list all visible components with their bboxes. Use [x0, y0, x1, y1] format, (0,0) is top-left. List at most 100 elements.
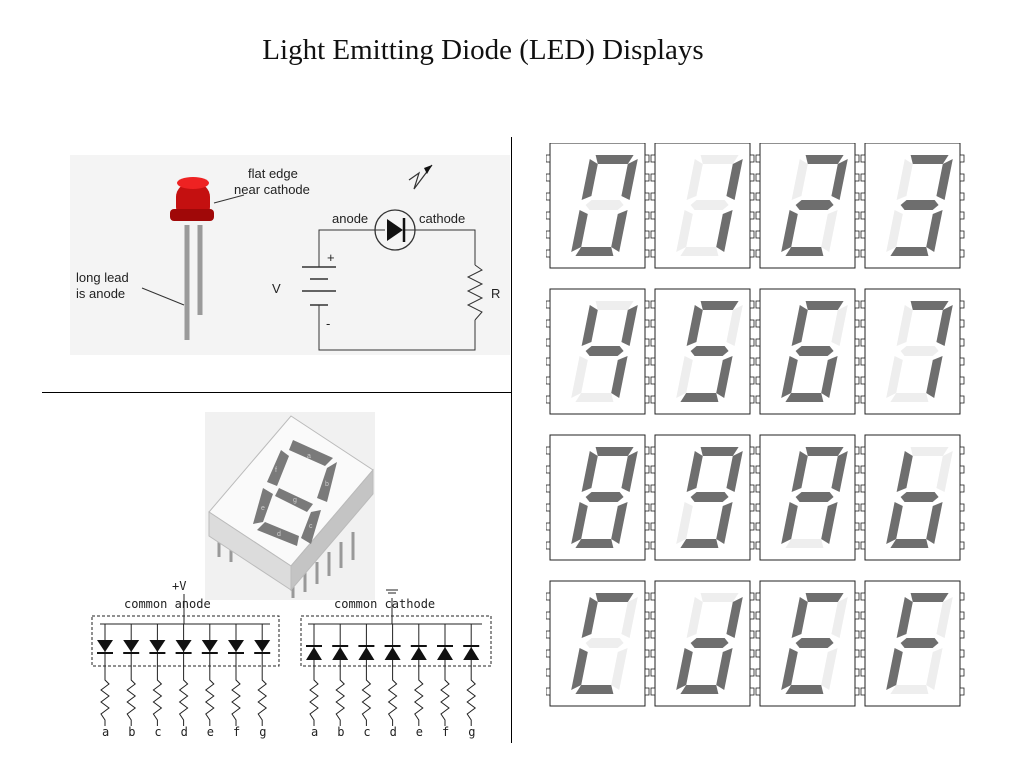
anode-pin-label: e [207, 725, 214, 739]
segment-f [581, 305, 598, 346]
segment-e [886, 210, 903, 252]
segment-a [595, 447, 634, 456]
anode-diode [201, 640, 218, 652]
segment-d [890, 247, 929, 256]
page-title: Light Emitting Diode (LED) Displays [262, 34, 704, 66]
segment-c [611, 648, 628, 690]
segment-e [781, 356, 798, 398]
segment-e [676, 356, 693, 398]
segment-f [686, 159, 703, 200]
segment-b [621, 451, 638, 492]
common-cathode-label: common cathode [334, 597, 435, 611]
cathode-pin-label: e [416, 725, 423, 739]
diode-symbol [387, 219, 403, 241]
segment-a [910, 155, 949, 164]
anode-pin-label: d [181, 725, 188, 739]
segment-e [676, 502, 693, 544]
cathode-pin-label: g [468, 725, 475, 739]
segment-a [700, 155, 739, 164]
digit-display [860, 288, 965, 415]
segment-e [781, 648, 798, 690]
segment-b [936, 451, 953, 492]
plus-label: + [327, 250, 335, 265]
anode-diode [175, 640, 192, 652]
segment-d [785, 539, 824, 548]
digit-display [860, 580, 965, 707]
segment-f [581, 159, 598, 200]
digit-display [650, 580, 755, 707]
cathode-diode [384, 647, 401, 660]
anode-pin-label: c [154, 725, 161, 739]
segment-letter-d: d [277, 531, 281, 538]
segment-c [611, 502, 628, 544]
cathode-pin-label: d [390, 725, 397, 739]
segment-g [690, 346, 729, 356]
voltage-label: V [272, 281, 281, 296]
segment-f [896, 597, 913, 638]
cathode-pin-label: c [363, 725, 370, 739]
segment-g [690, 200, 729, 210]
segment-d [575, 247, 614, 256]
segment-c [821, 210, 838, 252]
long-lead-label: long lead [76, 270, 129, 285]
digit-display [650, 288, 755, 415]
cathode-pin-label: f [442, 725, 449, 739]
segment-b [831, 305, 848, 346]
digit-display [545, 288, 650, 415]
segment-c [716, 356, 733, 398]
near-cathode-label: near cathode [234, 182, 310, 197]
segment-g [585, 200, 624, 210]
vertical-divider [511, 137, 512, 743]
segment-a [805, 593, 844, 602]
segment-f [581, 597, 598, 638]
segment-b [936, 305, 953, 346]
segment-a [805, 155, 844, 164]
segment-f [581, 451, 598, 492]
segment-g [795, 638, 834, 648]
segment-g [900, 492, 939, 502]
segment-f [791, 159, 808, 200]
digit-display [755, 142, 860, 269]
segment-b [831, 597, 848, 638]
segment-a [910, 301, 949, 310]
segment-letter-e: e [261, 505, 265, 512]
segment-c [821, 648, 838, 690]
digit-display [545, 142, 650, 269]
anode-pin-label: b [128, 725, 135, 739]
segment-g [795, 346, 834, 356]
digit-display [755, 434, 860, 561]
segment-e [571, 648, 588, 690]
cathode-diode [410, 647, 427, 660]
segment-e [571, 210, 588, 252]
segment-e [781, 210, 798, 252]
resistor-label: R [491, 286, 500, 301]
segment-d [890, 393, 929, 402]
segment-d [680, 685, 719, 694]
cathode-pin-label: b [337, 725, 344, 739]
anode-pin-label: a [102, 725, 109, 739]
segment-g [900, 346, 939, 356]
segment-letter-c: c [309, 523, 313, 530]
segment-e [676, 648, 693, 690]
segment-e [886, 502, 903, 544]
segment-letter-b: b [325, 481, 329, 488]
segment-c [716, 648, 733, 690]
is-anode-label: is anode [76, 286, 125, 301]
common-anode-label: common anode [124, 597, 211, 611]
segment-e [781, 502, 798, 544]
segment-d [680, 393, 719, 402]
cathode-diode [463, 647, 480, 660]
digit-display [860, 434, 965, 561]
segment-letter-g: g [293, 497, 297, 504]
segment-f [896, 451, 913, 492]
segment-a [805, 301, 844, 310]
segment-g [585, 346, 624, 356]
segment-d [890, 539, 929, 548]
digit-display [755, 288, 860, 415]
segment-a [595, 301, 634, 310]
cathode-diode [306, 647, 322, 660]
segment-c [716, 210, 733, 252]
anode-diode [97, 640, 113, 652]
segment-g [585, 492, 624, 502]
anode-diode [123, 640, 140, 652]
